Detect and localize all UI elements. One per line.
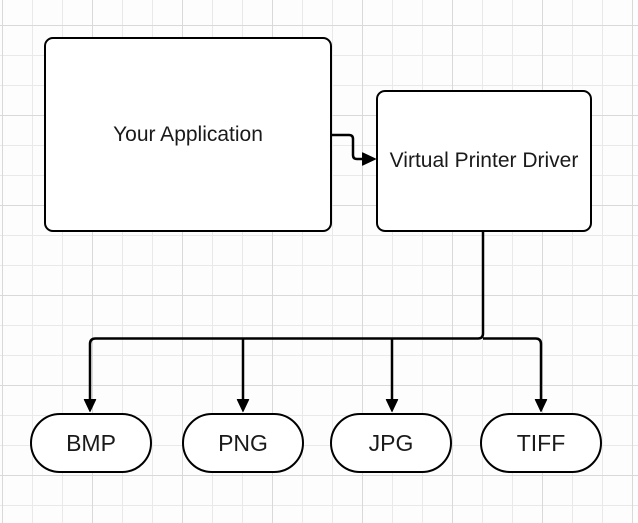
node-format-jpg-label: JPG [368,429,414,456]
edge-driver-to-bmp [88,232,485,400]
arrowhead-driver-to-png [236,399,250,412]
node-format-bmp[interactable]: BMP [30,413,152,473]
arrowhead-driver-to-jpg [385,399,399,412]
node-format-tiff-label: TIFF [516,429,566,456]
edge-driver-to-tiff [483,337,543,400]
node-virtual-printer-driver[interactable]: Virtual Printer Driver [376,90,592,232]
arrowhead-app-to-driver [362,152,376,166]
node-format-png-label: PNG [218,429,268,456]
edge-app-to-driver [332,133,363,161]
arrowhead-driver-to-tiff [534,399,548,412]
node-format-bmp-label: BMP [66,429,116,456]
node-format-tiff[interactable]: TIFF [480,413,602,473]
node-format-jpg[interactable]: JPG [330,413,452,473]
arrowhead-driver-to-bmp [83,399,97,412]
node-format-png[interactable]: PNG [182,413,304,473]
node-your-application[interactable]: Your Application [44,37,332,232]
node-your-application-label: Your Application [113,122,263,146]
node-virtual-printer-driver-label: Virtual Printer Driver [389,149,579,172]
